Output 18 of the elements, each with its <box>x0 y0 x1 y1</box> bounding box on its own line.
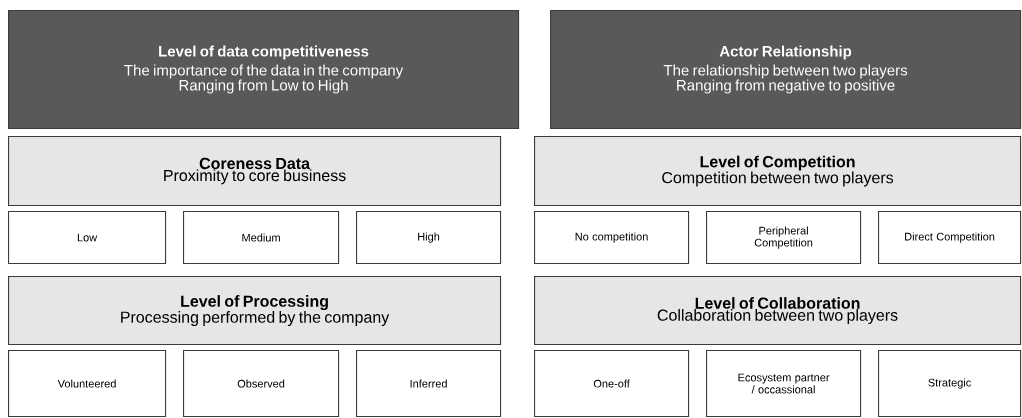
option-box: Ecosystem partner / occassional <box>706 350 862 418</box>
option-box: Direct Competition <box>878 211 1022 265</box>
heading-box: Level of data competitiveness The importance of the data in the company Ranging from Low to High <box>8 10 520 130</box>
option-box: Inferred <box>356 350 502 418</box>
category-box: Coreness Data Proximity to core business <box>8 136 502 207</box>
option-box: Strategic <box>878 350 1022 418</box>
option-box: Volunteered <box>8 350 167 418</box>
heading-box: Actor Relationship The relationship between two players Ranging from negative to positive <box>550 10 1022 130</box>
category-box: Level of Competition Competition between two players <box>534 136 1022 207</box>
category-box: Level of Collaboration Collaboration between two players <box>534 276 1022 346</box>
option-box: One-off <box>534 350 690 418</box>
option-box: No competition <box>534 211 690 265</box>
option-box: Low <box>8 211 167 265</box>
option-box: Observed <box>183 350 340 418</box>
category-box: Level of Processing Processing performed by the company <box>8 276 502 346</box>
option-box: High <box>356 211 502 265</box>
option-box: Medium <box>183 211 340 265</box>
option-box: Peripheral Competition <box>706 211 862 265</box>
